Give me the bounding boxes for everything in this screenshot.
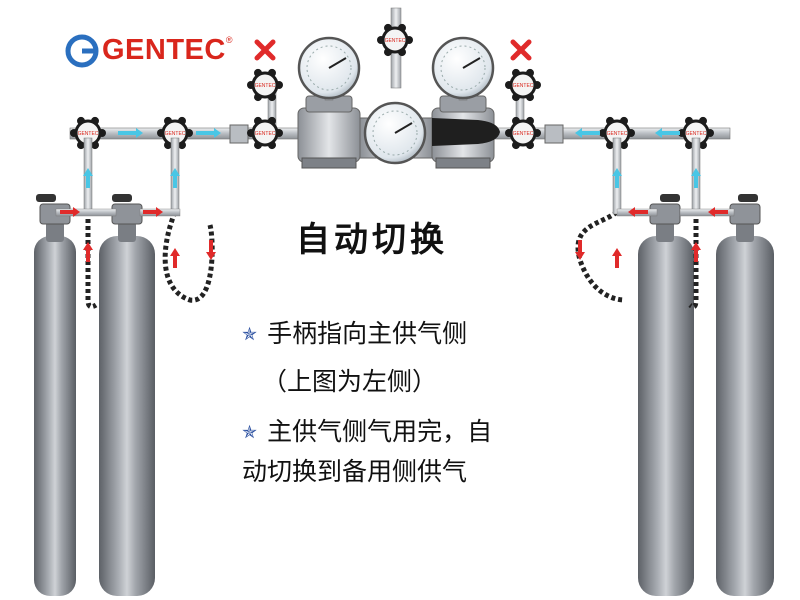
flow-arrows-branches	[60, 168, 728, 268]
shutoff-valve: GENTEC	[505, 68, 541, 102]
bullet-2-line-1: ✯主供气侧气用完，自	[242, 417, 493, 446]
star-bullet-icon: ✯	[242, 422, 258, 443]
shutoff-valve: GENTEC	[678, 116, 714, 150]
page-title: 自动切换	[296, 220, 448, 260]
valve-label: GENTEC	[513, 131, 534, 137]
valve-label: GENTEC	[255, 83, 276, 89]
cylinder-right-2	[716, 194, 774, 596]
bullet-1-line-2: （上图为左侧）	[262, 367, 438, 396]
valve-label: GENTEC	[513, 83, 534, 89]
logo-text: GENTEC	[102, 33, 226, 66]
bullet-2-line-2: 动切换到备用侧供气	[242, 457, 468, 486]
gauge-right-upper	[431, 36, 495, 100]
flow-arrows-header	[118, 128, 680, 138]
valve-label: GENTEC	[686, 131, 707, 137]
valve-label: GENTEC	[255, 131, 276, 137]
star-bullet-icon: ✯	[242, 324, 258, 345]
gauge-left-upper	[297, 36, 361, 100]
valve-label: GENTEC	[165, 131, 186, 137]
cylinder-right-1	[638, 194, 694, 596]
valve-label: GENTEC	[385, 38, 406, 44]
shutoff-valve: GENTEC	[377, 23, 413, 57]
close-icon	[254, 39, 276, 61]
gentec-logo-mark	[65, 34, 99, 68]
cylinder-left-1	[34, 194, 76, 596]
valve-label: GENTEC	[607, 131, 628, 137]
gentec-logo: GENTEC®	[102, 30, 232, 70]
valve-label: GENTEC	[78, 131, 99, 137]
close-icon	[510, 39, 532, 61]
gauge-center-outlet	[363, 101, 427, 165]
shutoff-valve: GENTEC	[247, 116, 283, 150]
cylinder-left-2	[99, 194, 155, 596]
shutoff-valve: GENTEC	[247, 68, 283, 102]
shutoff-valve: GENTEC	[505, 116, 541, 150]
registered-mark: ®	[225, 35, 233, 45]
shutoff-valve: GENTEC	[157, 116, 193, 150]
bullet-1-line-1: ✯手柄指向主供气侧	[242, 319, 468, 348]
